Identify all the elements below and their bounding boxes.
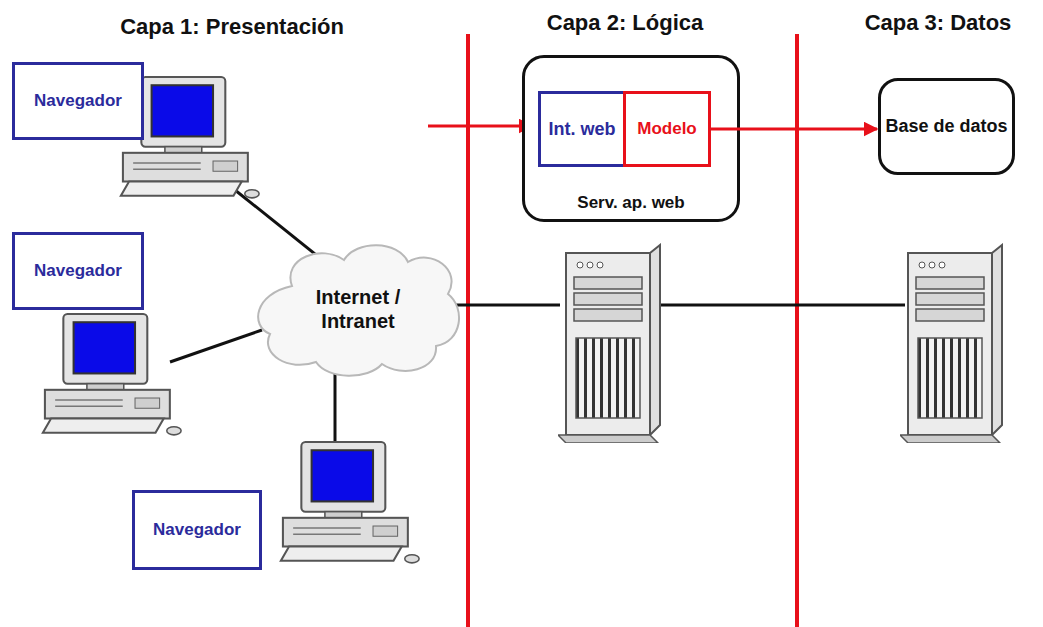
node-label: Navegador bbox=[34, 261, 122, 281]
layer-heading: Capa 3: Datos bbox=[865, 10, 1012, 36]
web-interface-box: Int. web bbox=[538, 91, 626, 167]
node-label: Internet / Intranet bbox=[293, 285, 423, 333]
data-flow-arrow bbox=[711, 128, 877, 131]
node-label: Navegador bbox=[34, 91, 122, 111]
browser-box: Navegador bbox=[12, 62, 144, 140]
database-box: Base de datos bbox=[878, 78, 1015, 175]
layer-heading: Capa 2: Lógica bbox=[547, 10, 703, 36]
node-label: Modelo bbox=[637, 119, 697, 139]
node-label: Int. web bbox=[549, 119, 616, 140]
network-cloud: Internet / Intranet bbox=[252, 238, 464, 380]
node-label: Base de datos bbox=[885, 116, 1007, 138]
model-box: Modelo bbox=[623, 91, 711, 167]
app-server-box: Serv. ap. web Int. web Modelo bbox=[522, 55, 740, 222]
browser-box: Navegador bbox=[132, 490, 262, 570]
node-label: Serv. ap. web bbox=[525, 193, 737, 213]
node-label: Navegador bbox=[153, 520, 241, 540]
cloud-outline bbox=[252, 238, 464, 380]
browser-box: Navegador bbox=[12, 232, 144, 310]
layer-heading: Capa 1: Presentación bbox=[120, 14, 344, 40]
